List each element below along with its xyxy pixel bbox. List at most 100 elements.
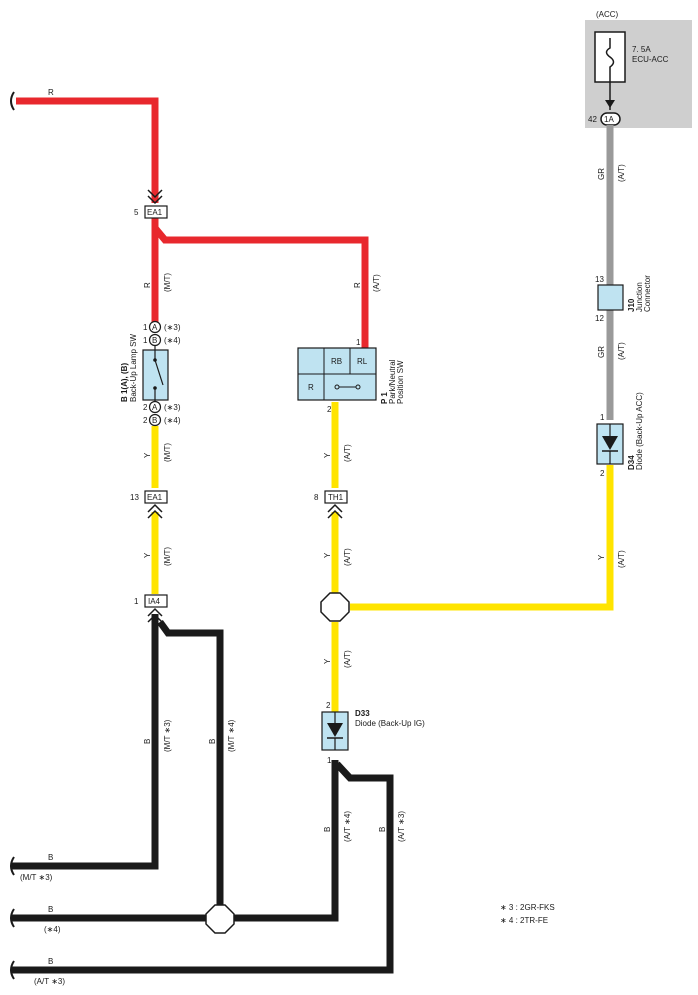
wire-label: Y bbox=[323, 658, 332, 664]
d34-pin-bot: 2 bbox=[600, 469, 605, 478]
j10-pin-top: 13 bbox=[595, 275, 604, 284]
b1-id: B 1(A), (B) bbox=[120, 363, 129, 402]
chevron-up-icon bbox=[327, 503, 343, 519]
j10-name-line1: Junction bbox=[635, 282, 644, 312]
j10-name-line2: Connector bbox=[643, 275, 652, 312]
wire-label: (∗4) bbox=[44, 925, 61, 934]
wire-label: Y bbox=[323, 452, 332, 458]
d34-name: Diode (Back-Up ACC) bbox=[635, 392, 644, 470]
b1-connector-b-top bbox=[148, 333, 162, 347]
fuse-rating: 7. 5A bbox=[632, 45, 651, 54]
wire-label: B bbox=[48, 905, 53, 914]
fuse-group-label: (ACC) bbox=[596, 10, 619, 19]
note-line-1: ∗ 3 : 2GR-FKS bbox=[500, 903, 555, 912]
wire-black-4 bbox=[12, 761, 394, 974]
connector-th1 bbox=[324, 490, 348, 504]
splice-point-black bbox=[205, 904, 235, 934]
d34-pin-top: 1 bbox=[600, 413, 605, 422]
wire-label: (A/T ∗4) bbox=[343, 811, 352, 842]
d34-id: D34 bbox=[627, 455, 636, 470]
d33-pin-bot: 1 bbox=[327, 756, 332, 765]
wire-label: GR bbox=[597, 168, 606, 180]
wire-label: R bbox=[143, 282, 152, 288]
b1-pin-b-bot: 2 bbox=[143, 416, 148, 425]
wire-label: (M/T ∗3) bbox=[20, 873, 53, 882]
b1-tag-b-bot: B bbox=[152, 416, 157, 425]
b1-name: Back-Up Lamp SW bbox=[129, 334, 138, 402]
b1-note-b-top: (∗4) bbox=[164, 336, 181, 345]
wire-label: R bbox=[353, 282, 362, 288]
break-symbol-icon bbox=[10, 856, 15, 876]
j10-connector bbox=[597, 284, 624, 311]
wire-yellow-6 bbox=[350, 465, 614, 611]
break-symbol-icon bbox=[10, 960, 15, 980]
wire-red-at bbox=[152, 225, 369, 348]
b1-tag-a-top: A bbox=[152, 323, 158, 332]
fuse-name: ECU-ACC bbox=[632, 55, 669, 64]
connector-th1-pin: 8 bbox=[314, 493, 319, 502]
connector-ea1-top-label: EA1 bbox=[147, 208, 163, 217]
wire-label: B bbox=[208, 739, 217, 744]
wire-label: B bbox=[323, 827, 332, 832]
wire-label: B bbox=[48, 853, 53, 862]
note-line-2: ∗ 4 : 2TR-FE bbox=[500, 916, 548, 925]
b1-connector-a-bot bbox=[148, 400, 162, 414]
d33-id: D33 bbox=[355, 709, 370, 718]
fuse-symbol-icon bbox=[605, 38, 615, 82]
wire-label: (M/T) bbox=[163, 443, 172, 462]
break-symbol-icon bbox=[10, 91, 15, 111]
p1-pin-top: 1 bbox=[356, 338, 361, 347]
b1-note-a-bot: (∗3) bbox=[164, 403, 181, 412]
splice-point-yellow bbox=[320, 592, 350, 622]
wire-label: (A/T ∗3) bbox=[34, 977, 65, 986]
wire-label: Y bbox=[143, 552, 152, 558]
b1-pin-a-top: 1 bbox=[143, 323, 148, 332]
b1-tag-a-bot: A bbox=[152, 403, 158, 412]
connector-ia4-label: IA4 bbox=[148, 597, 161, 606]
wire-label: R bbox=[48, 88, 54, 97]
wire-label: (A/T ∗3) bbox=[397, 811, 406, 842]
wire-label: (M/T ∗3) bbox=[163, 719, 172, 752]
wire-label: Y bbox=[597, 554, 606, 560]
p1-name-line2: Position SW bbox=[396, 360, 405, 404]
wire-label: (M/T ∗4) bbox=[227, 719, 236, 752]
wire-label: (A/T) bbox=[343, 650, 352, 668]
wire-black-1 bbox=[12, 614, 159, 870]
connector-ea1-bot-label: EA1 bbox=[147, 493, 163, 502]
j10-id: J10 bbox=[627, 298, 636, 312]
diode-icon bbox=[602, 436, 618, 450]
wire-label: GR bbox=[597, 346, 606, 358]
d33-name: Diode (Back-Up IG) bbox=[355, 719, 425, 728]
chevron-up-icon bbox=[147, 503, 163, 519]
connector-ea1-top bbox=[144, 205, 168, 219]
fuse-pin: 42 bbox=[588, 115, 597, 124]
wire-label: Y bbox=[143, 452, 152, 458]
wire-label: (M/T) bbox=[163, 273, 172, 292]
chevron-up-icon bbox=[147, 607, 163, 623]
wire-label: B bbox=[143, 739, 152, 744]
p1-cell-r: R bbox=[308, 383, 314, 392]
connector-ea1-bot bbox=[144, 490, 168, 504]
wire-label: (A/T) bbox=[343, 548, 352, 566]
p1-cell-rb: RB bbox=[331, 357, 342, 366]
wire-black-2 bbox=[157, 619, 224, 906]
j10-pin-bot: 12 bbox=[595, 314, 604, 323]
connector-1a-label: 1A bbox=[604, 115, 614, 124]
b1-connector-a-top bbox=[148, 320, 162, 334]
connector-ia4 bbox=[144, 594, 168, 608]
b1-pin-a-bot: 2 bbox=[143, 403, 148, 412]
wire-label: (A/T) bbox=[372, 274, 381, 292]
b1-note-a-top: (∗3) bbox=[164, 323, 181, 332]
break-symbol-icon bbox=[10, 908, 15, 928]
connector-ia4-pin: 1 bbox=[134, 597, 139, 606]
b1-pin-b-top: 1 bbox=[143, 336, 148, 345]
diode-icon bbox=[327, 723, 343, 737]
wire-label: (A/T) bbox=[617, 550, 626, 568]
connector-th1-label: TH1 bbox=[328, 493, 344, 502]
wire-label: (M/T) bbox=[163, 547, 172, 566]
p1-name-line1: Park/Neutral bbox=[388, 359, 397, 404]
wire-label: B bbox=[378, 827, 387, 832]
d33-pin-top: 2 bbox=[326, 701, 331, 710]
b1-note-b-bot: (∗4) bbox=[164, 416, 181, 425]
